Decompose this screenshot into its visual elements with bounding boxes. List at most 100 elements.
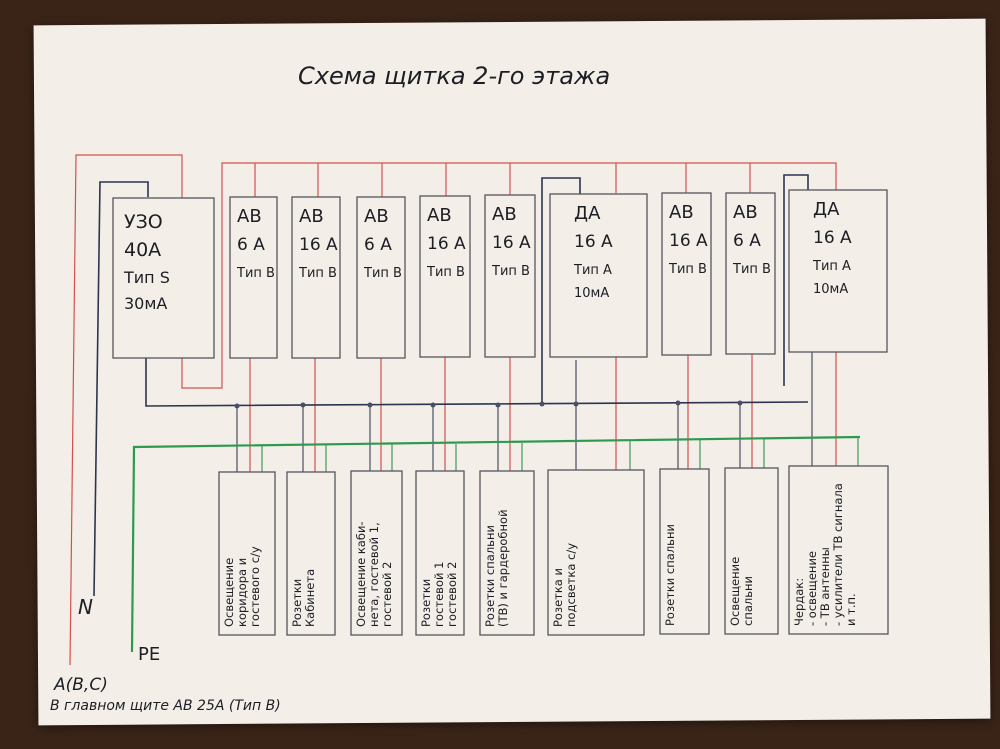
breaker-type: АВ	[237, 206, 262, 227]
pe-label: PE	[138, 644, 160, 665]
breaker-curve: Тип А	[812, 259, 851, 274]
breaker-type: ДА	[813, 199, 840, 220]
phase-busbar-wire	[181, 162, 837, 389]
pe-busbar	[130, 435, 861, 653]
breaker-leak: 10мА	[574, 286, 609, 301]
diagram-title: Схема щитка 2-го этажа	[298, 62, 610, 90]
load-5: Розетки спальни(ТВ) и гардеробной	[479, 470, 535, 636]
load-box	[659, 468, 710, 635]
neutral-incoming-wire	[93, 181, 149, 597]
load-label-line: гостевой 2	[380, 562, 394, 627]
breaker-rating: 16 А	[574, 232, 613, 252]
breaker-curve: Тип А	[573, 263, 612, 278]
breaker-box	[788, 189, 888, 353]
neutral-busbar	[145, 358, 809, 407]
breaker-rating: 16 А	[492, 233, 531, 253]
pe-wiring	[130, 435, 861, 653]
breaker-curve: Тип В	[668, 262, 707, 277]
load-label-line: Розетки	[290, 579, 304, 627]
rcd-label: УЗО	[124, 211, 163, 233]
breaker-7: АВ 16 А Тип В	[661, 192, 712, 356]
load-label-line: - усилители ТВ сигнала	[831, 483, 845, 626]
load-box	[286, 471, 336, 636]
neutral-wiring	[93, 174, 813, 597]
load-box	[415, 470, 465, 636]
load-label-line: гостевой 1	[432, 562, 446, 627]
breaker-box	[661, 192, 712, 356]
rcd-box	[112, 197, 215, 359]
breaker-type: АВ	[364, 206, 389, 227]
breaker-type: АВ	[299, 206, 324, 227]
breaker-leak: 10мА	[813, 282, 848, 297]
load-9: Чердак:- освещение- ТВ антенны- усилител…	[788, 465, 889, 635]
breaker-rating: 16 А	[299, 235, 338, 255]
phase-incoming-wire	[69, 154, 183, 666]
load-label-line: спальни	[741, 576, 755, 626]
load-label-line: - освещение	[805, 551, 819, 626]
load-label-line: подсветка с/у	[564, 543, 578, 627]
load-label-line: Розетки	[419, 579, 433, 627]
load-label-line: Чердак:	[792, 578, 806, 626]
breaker-curve: Тип В	[732, 262, 771, 277]
load-label-line: нета, гостевой 1,	[367, 522, 381, 627]
breaker-box	[356, 196, 406, 359]
load-box	[350, 470, 403, 636]
load-label-line: Кабинета	[303, 569, 317, 627]
breaker-type: АВ	[492, 204, 517, 225]
breaker-type: АВ	[733, 202, 758, 223]
load-label-line: гостевого с/у	[248, 546, 262, 627]
breaker-rating: 16 А	[427, 234, 466, 254]
neutral-to-rcbo-2	[783, 174, 809, 386]
load-7: Розетки спальни	[659, 468, 710, 635]
load-label-line: Освещение	[728, 557, 742, 626]
load-label-line: Розетки спальни	[483, 525, 497, 627]
breaker-rating: 6 А	[733, 231, 761, 251]
breaker-type: ДА	[574, 203, 601, 224]
neutral-label: N	[78, 595, 93, 619]
load-box	[724, 467, 779, 635]
load-label-line: Розетка и	[551, 568, 565, 627]
main-panel-note: В главном щите АВ 25А (Тип В)	[50, 698, 281, 714]
rcd-type: Тип S	[123, 268, 170, 287]
breaker-rating: 16 А	[813, 228, 852, 248]
load-label-line: - ТВ антенны	[818, 547, 832, 626]
breaker-6: ДА 16 А Тип А 10мА	[549, 193, 648, 358]
breaker-type: АВ	[427, 205, 452, 226]
breaker-curve: Тип В	[363, 266, 402, 281]
phase-wiring	[69, 154, 837, 666]
breaker-2: АВ 16 А Тип В	[291, 196, 341, 359]
load-label-line: Освещение	[222, 558, 236, 627]
load-label-line: гостевой 2	[445, 562, 459, 627]
rcd-module: УЗО 40А Тип S 30мА	[112, 197, 215, 359]
breaker-box	[549, 193, 648, 358]
load-label-line: коридора и	[235, 558, 249, 627]
load-box	[479, 470, 535, 636]
breaker-box	[229, 196, 278, 359]
breaker-curve: Тип В	[236, 266, 275, 281]
breaker-box	[291, 196, 341, 359]
load-label-line: (ТВ) и гардеробной	[496, 509, 510, 627]
breaker-3: АВ 6 А Тип В	[356, 196, 406, 359]
rcd-leakage: 30мА	[124, 294, 167, 313]
load-box	[218, 471, 276, 636]
rcd-rating: 40А	[124, 239, 161, 261]
load-3: Освещение каби-нета, гостевой 1,гостевой…	[350, 470, 403, 636]
breaker-box	[419, 195, 471, 358]
breaker-box	[484, 194, 536, 358]
breaker-9: ДА 16 А Тип А 10мА	[788, 189, 888, 353]
load-label-line: и т.п.	[844, 593, 858, 626]
breaker-type: АВ	[669, 202, 694, 223]
phase-label: А(В,С)	[53, 675, 108, 695]
breaker-rating: 6 А	[364, 235, 392, 255]
breaker-rating: 16 А	[669, 231, 708, 251]
breaker-curve: Тип В	[298, 266, 337, 281]
breaker-8: АВ 6 А Тип В	[725, 192, 776, 355]
